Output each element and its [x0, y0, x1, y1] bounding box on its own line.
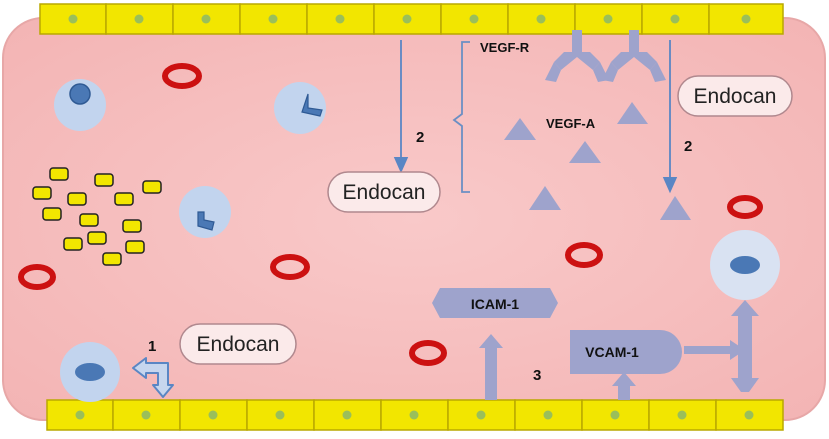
- vcam-box: [570, 330, 682, 374]
- endothelial-cell: [39, 3, 107, 35]
- endocan-pill-left: [179, 323, 297, 365]
- endothelial-cell: [246, 399, 315, 431]
- endothelial-cell: [313, 399, 382, 431]
- endothelial-cell: [447, 399, 516, 431]
- endothelial-cell: [581, 399, 650, 431]
- icam-box: [432, 288, 558, 318]
- rbc-icon: [727, 195, 763, 219]
- endothelial-cell: [648, 399, 717, 431]
- vegf-a-icon: [660, 196, 691, 220]
- vegf-receptors: [545, 30, 666, 82]
- endocan-label-mid: Endocan: [343, 181, 426, 204]
- endothelial-cell: [708, 3, 784, 35]
- platelet-icon: [63, 237, 83, 251]
- endothelial-cell: [574, 3, 643, 35]
- endothelium-bottom: [46, 399, 784, 431]
- endocan-label-right: Endocan: [694, 85, 777, 108]
- red-blood-cells: [18, 63, 763, 366]
- receptor-icon: [602, 30, 666, 82]
- platelet-icon: [122, 219, 142, 233]
- endothelial-cell: [112, 399, 181, 431]
- vegf-a-molecules: [504, 102, 691, 220]
- endocan-label-left: Endocan: [197, 333, 280, 356]
- upregulation-arrows: [479, 300, 759, 400]
- endothelial-cell: [172, 3, 241, 35]
- rbc-icon: [409, 340, 447, 366]
- endothelial-cell: [239, 3, 308, 35]
- endothelial-cell: [373, 3, 442, 35]
- platelet-icon: [32, 186, 52, 200]
- platelet-icon: [125, 240, 145, 254]
- platelet-icon: [102, 252, 122, 266]
- vcam-label: VCAM-1: [585, 344, 639, 360]
- endothelial-cell: [514, 399, 583, 431]
- leukocyte-icon: [54, 79, 106, 131]
- endothelial-cell: [380, 399, 449, 431]
- rbc-icon: [18, 264, 56, 290]
- vegf-a-icon: [569, 141, 601, 163]
- vegf-a-icon: [617, 102, 648, 124]
- leukocyte-icon: [274, 82, 326, 134]
- endothelial-cell: [46, 399, 114, 431]
- vegf-a-label: VEGF-A: [546, 116, 596, 131]
- endothelial-cell: [507, 3, 576, 35]
- platelet-icon: [87, 231, 107, 245]
- leukocytes: [54, 79, 780, 402]
- endothelial-cell: [440, 3, 509, 35]
- platelet-icon: [67, 192, 87, 206]
- platelets: [32, 167, 162, 266]
- platelet-icon: [142, 180, 162, 194]
- right-arrow-vcam: [684, 340, 745, 360]
- endothelium-top: [39, 3, 784, 35]
- rbc-icon: [565, 242, 603, 268]
- vegf-r-label: VEGF-R: [480, 40, 530, 55]
- endocan-pill-mid: [327, 171, 441, 213]
- endothelial-cell: [641, 3, 710, 35]
- bracket: [452, 41, 470, 193]
- vegf-a-icon: [529, 186, 561, 210]
- up-arrow-icam: [479, 334, 503, 400]
- endothelial-cell: [105, 3, 174, 35]
- icam-label: ICAM-1: [471, 296, 519, 312]
- rbc-icon: [270, 254, 310, 280]
- vertical-double-arrow: [731, 300, 759, 392]
- platelet-icon: [42, 207, 62, 221]
- endothelial-cell: [179, 399, 248, 431]
- platelet-icon: [49, 167, 69, 181]
- step-2-left-label: 2: [416, 129, 424, 146]
- endothelial-cell: [306, 3, 375, 35]
- bent-arrow-icon: [132, 357, 174, 398]
- step-3-label: 3: [533, 367, 541, 384]
- platelet-icon: [114, 192, 134, 206]
- up-arrow-vcam: [612, 372, 636, 400]
- endocan-pill-right: [677, 75, 793, 117]
- endothelial-cell: [715, 399, 784, 431]
- step-1-label: 1: [148, 338, 156, 355]
- leukocyte-icon: [179, 186, 231, 238]
- vegf-a-icon: [504, 118, 536, 140]
- platelet-icon: [94, 173, 114, 187]
- step-2-right-label: 2: [684, 138, 692, 155]
- rbc-icon: [162, 63, 202, 89]
- platelet-icon: [79, 213, 99, 227]
